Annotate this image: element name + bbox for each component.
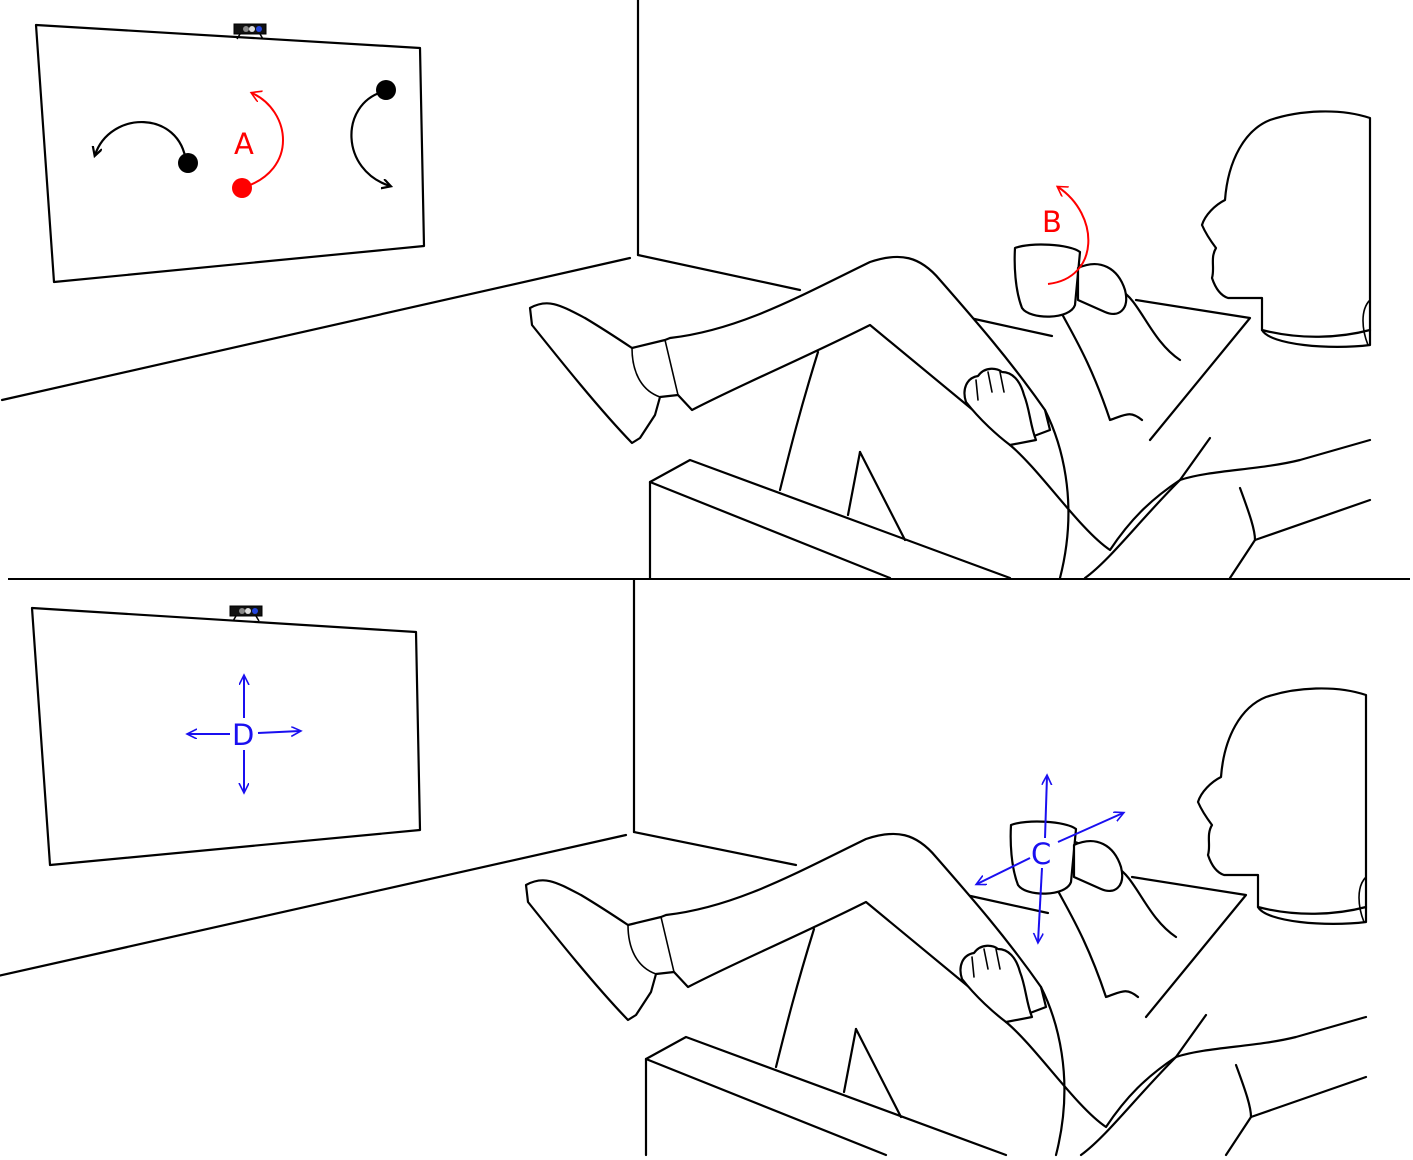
top-panel: A B xyxy=(0,0,1372,580)
cup-rotation-arrow xyxy=(1047,187,1090,285)
screen-gestures-bottom: D xyxy=(188,676,300,792)
label-d: D xyxy=(232,718,254,752)
person-on-sofa-top xyxy=(528,110,1372,580)
curved-arrow-right xyxy=(350,90,390,186)
screen-gestures-top: A xyxy=(95,80,396,198)
red-dot xyxy=(232,178,252,198)
arrow-right xyxy=(257,731,300,733)
cup-translation-arrows: C xyxy=(977,776,1123,942)
camera-sensor-icon-bottom xyxy=(229,605,263,622)
label-b: B xyxy=(1042,205,1062,239)
label-c: C xyxy=(1031,837,1051,871)
curved-arrow-left xyxy=(95,121,188,164)
red-curved-arrow xyxy=(241,93,284,189)
label-a: A xyxy=(234,127,254,161)
person-on-sofa-bottom xyxy=(524,687,1368,1157)
black-dot-left xyxy=(178,153,198,173)
bottom-panel: D C xyxy=(0,578,1368,1157)
black-dot-right xyxy=(376,80,396,100)
